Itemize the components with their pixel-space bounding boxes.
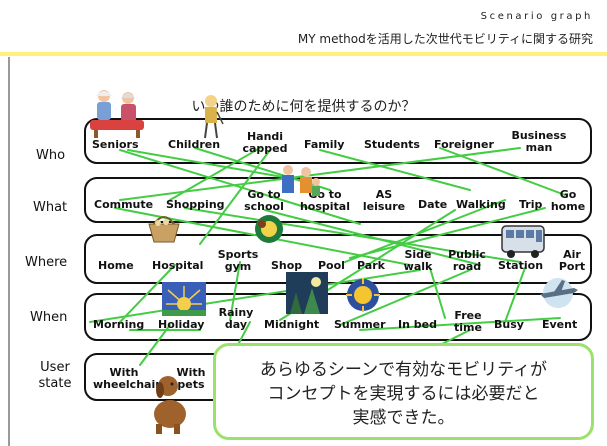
item-students: Students (364, 138, 420, 151)
basket-illustration (148, 216, 180, 243)
item-pool: Pool (318, 259, 345, 272)
item-with-wheelchair: With wheelchair (93, 366, 161, 391)
row-label-where: Where (25, 255, 68, 270)
item-children: Children (168, 138, 221, 151)
seniors-illustration (90, 90, 144, 138)
item-park: Park (357, 259, 385, 272)
header-subtitle: MY methodを活用した次世代モビリティに関する研究 (297, 32, 593, 46)
item-seniors: Seniors (92, 138, 139, 151)
item-event: Event (542, 318, 578, 331)
item-foreigner: Foreigner (434, 138, 494, 151)
item-home: Home (98, 259, 134, 272)
item-holiday: Holiday (158, 318, 205, 331)
item-air-port: Air Port (558, 248, 586, 273)
item-hospital: Hospital (152, 259, 204, 272)
sports-illustration (255, 215, 283, 243)
item-family: Family (304, 138, 345, 151)
item-date: Date (418, 198, 448, 211)
header-title: Scenario graph (480, 11, 593, 22)
bus-illustration (501, 225, 545, 258)
summer-sun-illustration (346, 278, 380, 312)
item-summer: Summer (334, 318, 386, 331)
item-commute: Commute (94, 198, 154, 211)
header-divider (0, 52, 607, 56)
item-rainy-day: Rainy day (218, 306, 254, 331)
item-side-walk: Side walk (403, 248, 433, 273)
item-business-man: Business man (511, 129, 567, 154)
item-trip: Trip (519, 198, 543, 211)
item-go-home: Go home (550, 188, 586, 213)
row-label-who: Who (36, 148, 66, 163)
item-in-bed: In bed (398, 318, 437, 331)
midnight-illustration (286, 272, 328, 314)
item-station: Station (498, 259, 544, 272)
item-sports-gym: Sports gym (217, 248, 259, 273)
item-free-time: Free time (454, 309, 482, 334)
item-public-road: Public road (448, 248, 486, 273)
row-label-when: When (30, 310, 68, 325)
row-label-user-state: User state (38, 360, 72, 391)
item-busy: Busy (494, 318, 524, 331)
left-margin-line (8, 57, 10, 446)
item-handicapped: Handi capped (242, 130, 288, 155)
holiday-illustration (162, 282, 206, 316)
row-box-who (84, 118, 592, 164)
row-label-what: What (33, 200, 68, 215)
diagram-question: いつ誰のために何を提供するのか？ (191, 99, 416, 115)
item-walking: Walking (456, 198, 506, 211)
family-illustration (282, 165, 320, 196)
item-shop: Shop (271, 259, 303, 272)
item-go-to-school: Go to school (244, 188, 284, 213)
dog-illustration (154, 376, 186, 434)
child-illustration (204, 95, 224, 139)
conclusion-callout: あらゆるシーンで有効なモビリティがコンセプトを実現するには必要だと実感できた。 (213, 343, 594, 440)
item-morning: Morning (93, 318, 145, 331)
item-shopping: Shopping (166, 198, 225, 211)
item-as-leisure: AS leisure (362, 188, 406, 213)
airplane-illustration (540, 278, 578, 308)
item-with-pets: With pets (176, 366, 206, 391)
item-midnight: Midnight (264, 318, 320, 331)
conclusion-text: あらゆるシーンで有効なモビリティがコンセプトを実現するには必要だと実感できた。 (259, 360, 548, 428)
row-box-what (84, 177, 592, 223)
